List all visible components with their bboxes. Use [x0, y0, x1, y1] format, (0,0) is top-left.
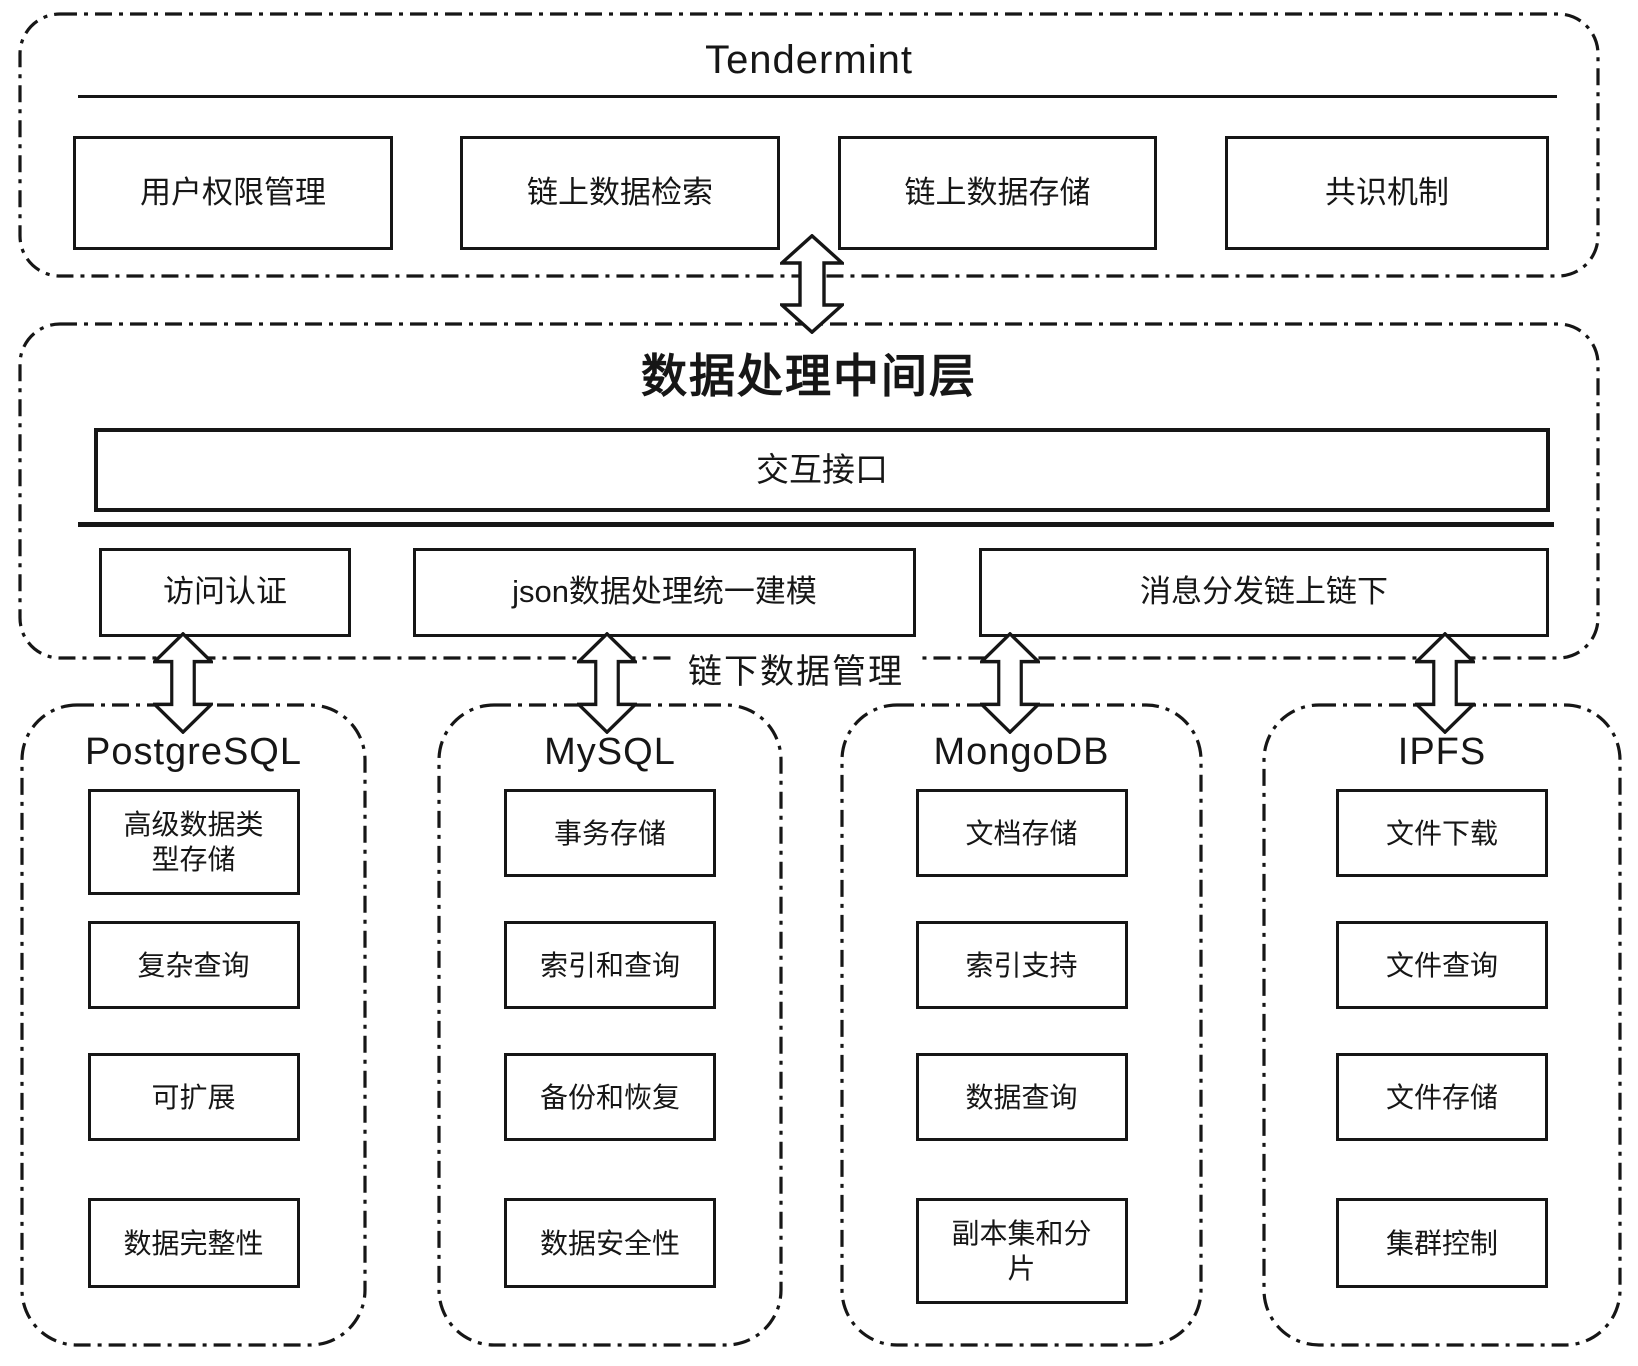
box-user-permission-management: 用户权限管理: [73, 136, 393, 250]
box-file-download: 文件下载: [1336, 789, 1548, 877]
double-arrow-postgresql-icon: [153, 632, 213, 734]
box-access-authentication: 访问认证: [99, 548, 351, 637]
middleware-divider: [78, 522, 1554, 527]
box-backup-and-recovery: 备份和恢复: [504, 1053, 716, 1141]
box-advanced-datatype-storage: 高级数据类 型存储: [87, 789, 300, 895]
box-index-support: 索引支持: [915, 921, 1128, 1009]
tendermint-layer-title: Tendermint: [705, 38, 913, 82]
box-data-integrity: 数据完整性: [87, 1198, 300, 1288]
dash-dot-border: [18, 12, 1600, 278]
postgresql-column: PostgreSQL 高级数据类 型存储 复杂查询 可扩展 数据完整性: [20, 703, 367, 1347]
double-arrow-tendermint-middleware-icon: [780, 234, 844, 334]
ipfs-title: IPFS: [1397, 731, 1487, 773]
box-complex-query: 复杂查询: [87, 921, 300, 1009]
ipfs-column: IPFS 文件下载 文件查询 文件存储 集群控制: [1262, 703, 1622, 1347]
box-document-storage: 文档存储: [915, 789, 1128, 877]
box-scalability: 可扩展: [87, 1053, 300, 1141]
mysql-column: MySQL 事务存储 索引和查询 备份和恢复 数据安全性: [437, 703, 783, 1347]
mongodb-column: MongoDB 文档存储 索引支持 数据查询 副本集和分 片: [840, 703, 1203, 1347]
box-consensus-mechanism: 共识机制: [1225, 136, 1549, 250]
box-index-and-query: 索引和查询: [504, 921, 716, 1009]
box-cluster-control: 集群控制: [1336, 1198, 1548, 1288]
mongodb-title: MongoDB: [933, 731, 1110, 773]
double-arrow-mysql-icon: [577, 632, 637, 734]
dash-dot-border: [1262, 703, 1622, 1347]
box-file-storage: 文件存储: [1336, 1053, 1548, 1141]
box-file-query: 文件查询: [1336, 921, 1548, 1009]
tendermint-layer-container: Tendermint 用户权限管理 链上数据检索 链上数据存储 共识机制: [18, 12, 1600, 278]
box-json-data-unified-modeling: json数据处理统一建模: [413, 548, 916, 637]
tendermint-title-divider: [78, 95, 1557, 98]
box-data-security: 数据安全性: [504, 1198, 716, 1288]
box-onchain-data-storage: 链上数据存储: [838, 136, 1157, 250]
dash-dot-border: [840, 703, 1203, 1347]
offchain-data-management-label: 链下数据管理: [676, 644, 916, 693]
box-interaction-interface: 交互接口: [94, 428, 1550, 512]
double-arrow-ipfs-icon: [1415, 632, 1475, 734]
box-data-query: 数据查询: [915, 1053, 1128, 1141]
double-arrow-mongodb-icon: [980, 632, 1040, 734]
postgresql-title: PostgreSQL: [85, 731, 302, 773]
box-transaction-storage: 事务存储: [504, 789, 716, 877]
box-onchain-data-retrieval: 链上数据检索: [460, 136, 780, 250]
middleware-layer-title: 数据处理中间层: [641, 350, 977, 402]
box-replica-set-and-sharding: 副本集和分 片: [915, 1198, 1128, 1304]
mysql-title: MySQL: [544, 731, 676, 773]
middleware-layer-container: 数据处理中间层 交互接口 访问认证 json数据处理统一建模 消息分发链上链下: [18, 322, 1600, 660]
box-message-dispatch-onchain-offchain: 消息分发链上链下: [979, 548, 1549, 637]
